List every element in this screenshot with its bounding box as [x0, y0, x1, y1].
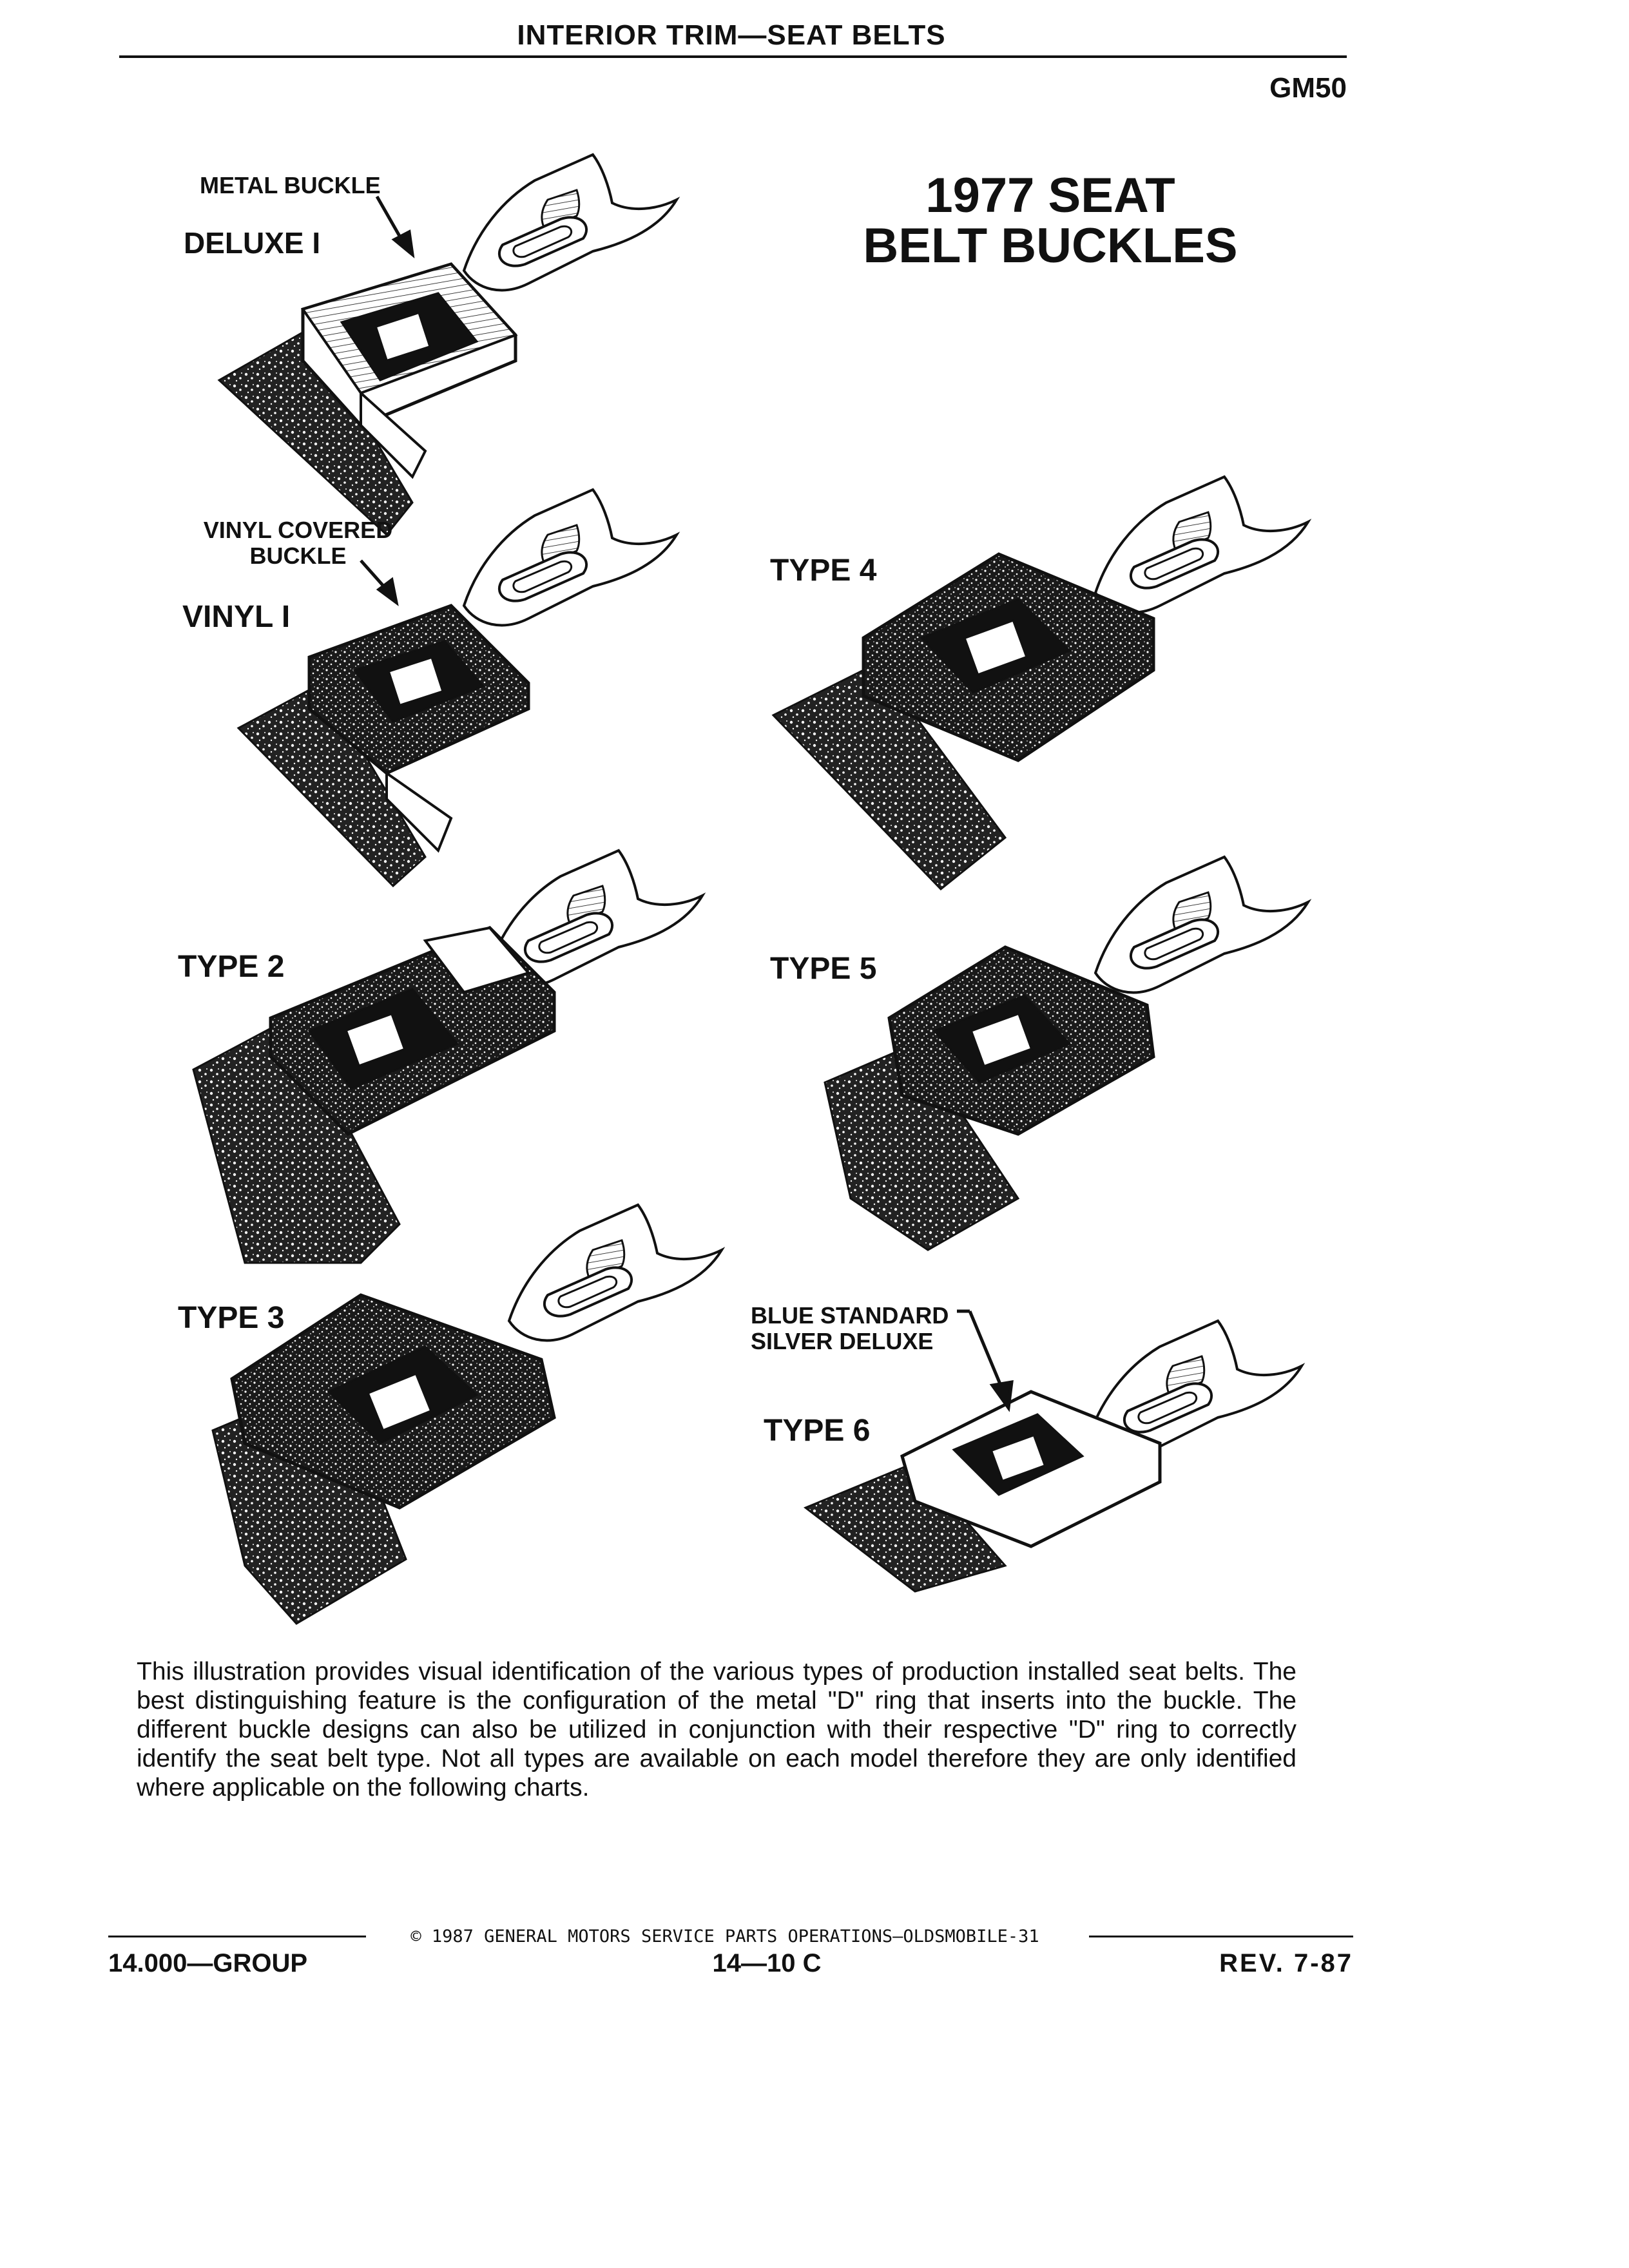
callout-vinyl-covered: VINYL COVERED BUCKLE [200, 517, 396, 569]
label-type-4: TYPE 4 [770, 553, 877, 588]
label-type-2: TYPE 2 [178, 950, 285, 984]
callout-blue-standard: BLUE STANDARD [751, 1302, 949, 1329]
gm-emblem-icon [963, 619, 1028, 676]
buckle-type-3 [211, 1204, 723, 1625]
buckle-type-6 [804, 1320, 1303, 1593]
buckle-type-4 [771, 476, 1309, 891]
footer-group: 14.000—GROUP [108, 1949, 308, 1977]
header-rule [119, 55, 1347, 58]
page-title-line-2: BELT BUCKLES [863, 218, 1238, 273]
buckle-type-2 [192, 849, 704, 1264]
description-paragraph: This illustration provides visual identi… [137, 1657, 1296, 1802]
gm-emblem-icon [387, 656, 444, 707]
page-title-line-1: 1977 SEAT [925, 168, 1175, 223]
label-type-5: TYPE 5 [770, 952, 877, 986]
callout-metal-buckle: METAL BUCKLE [200, 172, 381, 198]
callout-arrows [360, 195, 1014, 1412]
callout-vinyl-covered-line-1: VINYL COVERED [203, 517, 393, 543]
page-title: 1977 SEAT BELT BUCKLES [799, 171, 1302, 271]
footer-rule-right [1089, 1936, 1353, 1937]
description-text: This illustration provides visual identi… [137, 1658, 1296, 1802]
gm-emblem-icon [990, 1434, 1046, 1483]
label-type-3: TYPE 3 [178, 1301, 285, 1335]
gm-emblem-icon [345, 1012, 406, 1067]
section-title: INTERIOR TRIM—SEAT BELTS [517, 19, 946, 51]
model-code: GM50 [1269, 72, 1347, 104]
label-vinyl-i: VINYL I [182, 600, 291, 634]
label-deluxe-i: DELUXE I [184, 226, 321, 260]
footer-page-number: 14—10 C [712, 1949, 822, 1977]
gm-emblem-icon [374, 311, 431, 362]
footer-revision: REV. 7-87 [1219, 1949, 1353, 1977]
callout-vinyl-covered-line-2: BUCKLE [249, 543, 347, 569]
buckle-vinyl-i [236, 488, 678, 888]
callout-silver-deluxe: SILVER DELUXE [751, 1328, 934, 1354]
gm-emblem-icon [367, 1372, 432, 1432]
copyright-notice: © 1987 GENERAL MOTORS SERVICE PARTS OPER… [410, 1927, 1039, 1946]
buckle-type-5 [824, 856, 1309, 1251]
callout-blue-silver: BLUE STANDARD SILVER DELUXE [751, 1303, 949, 1354]
footer-rule-left [108, 1936, 366, 1937]
buckle-deluxe-i [217, 153, 678, 537]
label-type-6: TYPE 6 [764, 1414, 871, 1448]
gm-emblem-icon [970, 1012, 1033, 1068]
